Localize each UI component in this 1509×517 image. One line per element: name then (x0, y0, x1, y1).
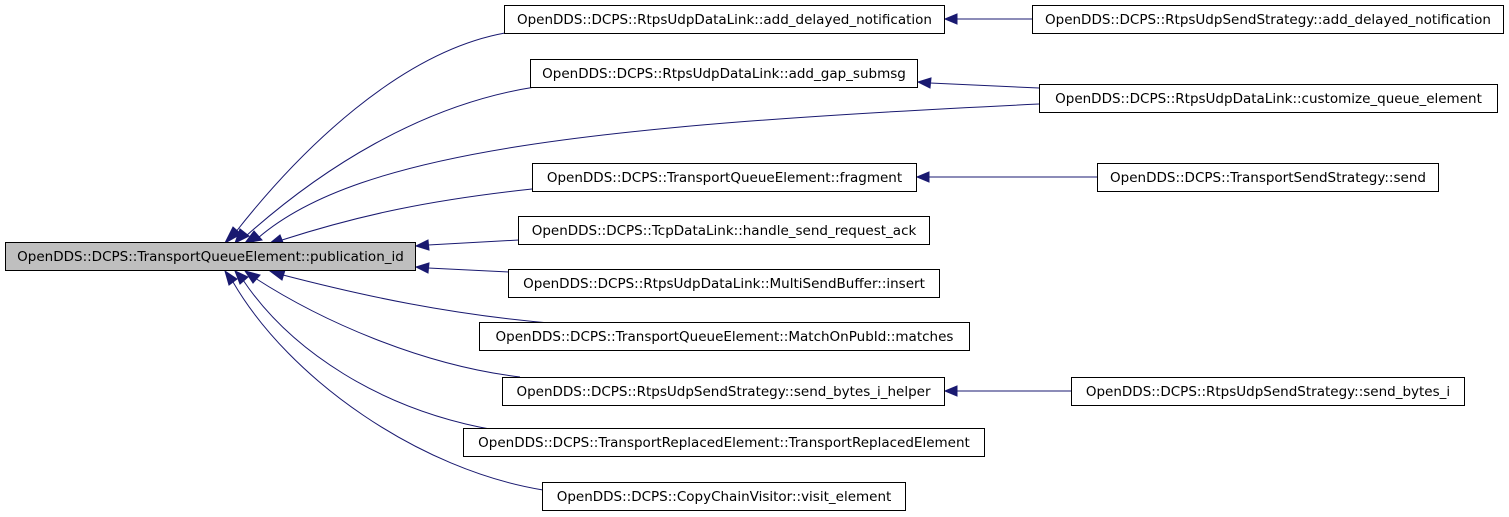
node-label-copychainvisitor-visit-element: OpenDDS::DCPS::CopyChainVisitor::visit_e… (557, 489, 892, 505)
edge-multisendbuffer-insert-to-publication-id (414, 262, 510, 274)
node-label-rtpsudpsendstrategy-send-bytes-i-helper: OpenDDS::DCPS::RtpsUdpSendStrategy::send… (516, 384, 931, 400)
node-transportreplacedelement-ctor[interactable]: OpenDDS::DCPS::TransportReplacedElement:… (463, 428, 985, 457)
edge-send-bytes-i-helper-to-publication-id (243, 270, 521, 378)
node-label-transportsendstrategy-send: OpenDDS::DCPS::TransportSendStrategy::se… (1110, 170, 1426, 186)
node-tcpdatalink-handle-send-request-ack[interactable]: OpenDDS::DCPS::TcpDataLink::handle_send_… (518, 216, 930, 245)
node-multisendbuffer-insert[interactable]: OpenDDS::DCPS::RtpsUdpDataLink::MultiSen… (508, 269, 940, 298)
node-transportsendstrategy-send[interactable]: OpenDDS::DCPS::TransportSendStrategy::se… (1097, 163, 1439, 192)
edge-customize-queue-element-to-add-gap-submsg (916, 77, 1040, 89)
node-rtpsudpdatalink-customize-queue-element[interactable]: OpenDDS::DCPS::RtpsUdpDataLink::customiz… (1039, 84, 1498, 113)
edge-transportsendstrategy-send-to-fragment (915, 171, 1097, 183)
node-label-tcpdatalink-handle-send-request-ack: OpenDDS::DCPS::TcpDataLink::handle_send_… (532, 223, 917, 239)
edge-transportreplacedelement-to-publication-id (234, 270, 496, 431)
edge-handle-send-request-ack-to-publication-id (414, 239, 520, 251)
node-label-rtpsudpdatalink-add-delayed-notification: OpenDDS::DCPS::RtpsUdpDataLink::add_dela… (517, 12, 932, 28)
node-label-publication-id: OpenDDS::DCPS::TransportQueueElement::pu… (17, 249, 404, 265)
node-rtpsudpdatalink-add-delayed-notification[interactable]: OpenDDS::DCPS::RtpsUdpDataLink::add_dela… (504, 5, 945, 34)
node-label-rtpsudpdatalink-add-gap-submsg: OpenDDS::DCPS::RtpsUdpDataLink::add_gap_… (542, 66, 906, 82)
edge-add-gap-submsg-to-publication-id (234, 86, 536, 245)
edge-add-delayed-notification-to-publication-id (223, 32, 506, 245)
node-publication-id[interactable]: OpenDDS::DCPS::TransportQueueElement::pu… (5, 242, 416, 271)
node-matchonpubid-matches[interactable]: OpenDDS::DCPS::TransportQueueElement::Ma… (479, 322, 970, 351)
node-copychainvisitor-visit-element[interactable]: OpenDDS::DCPS::CopyChainVisitor::visit_e… (542, 482, 906, 511)
node-label-rtpsudpsendstrategy-send-bytes-i: OpenDDS::DCPS::RtpsUdpSendStrategy::send… (1086, 384, 1450, 400)
edge-fragment-to-publication-id (267, 188, 533, 246)
node-rtpsudpsendstrategy-send-bytes-i-helper[interactable]: OpenDDS::DCPS::RtpsUdpSendStrategy::send… (502, 377, 945, 406)
node-label-rtpsudpsendstrategy-add-delayed-notification: OpenDDS::DCPS::RtpsUdpSendStrategy::add_… (1045, 12, 1491, 28)
node-label-transportqueueelement-fragment: OpenDDS::DCPS::TransportQueueElement::fr… (547, 170, 902, 186)
node-label-multisendbuffer-insert: OpenDDS::DCPS::RtpsUdpDataLink::MultiSen… (523, 276, 925, 292)
node-label-transportreplacedelement-ctor: OpenDDS::DCPS::TransportReplacedElement:… (478, 435, 970, 451)
edge-send-bytes-i-to-send-bytes-i-helper (943, 385, 1071, 397)
node-rtpsudpsendstrategy-send-bytes-i[interactable]: OpenDDS::DCPS::RtpsUdpSendStrategy::send… (1071, 377, 1465, 406)
node-transportqueueelement-fragment[interactable]: OpenDDS::DCPS::TransportQueueElement::fr… (532, 163, 917, 192)
edge-customize-queue-element-to-publication-id (243, 103, 1040, 244)
edge-matches-to-publication-id (268, 269, 561, 325)
node-label-rtpsudpdatalink-customize-queue-element: OpenDDS::DCPS::RtpsUdpDataLink::customiz… (1055, 91, 1482, 107)
edge-strategy-add-delayed-notification-to-datalink (943, 13, 1032, 25)
edge-visit-element-to-publication-id (224, 269, 544, 491)
node-label-matchonpubid-matches: OpenDDS::DCPS::TransportQueueElement::Ma… (496, 329, 954, 345)
node-rtpsudpdatalink-add-gap-submsg[interactable]: OpenDDS::DCPS::RtpsUdpDataLink::add_gap_… (530, 59, 918, 88)
node-rtpsudpsendstrategy-add-delayed-notification[interactable]: OpenDDS::DCPS::RtpsUdpSendStrategy::add_… (1032, 5, 1504, 34)
